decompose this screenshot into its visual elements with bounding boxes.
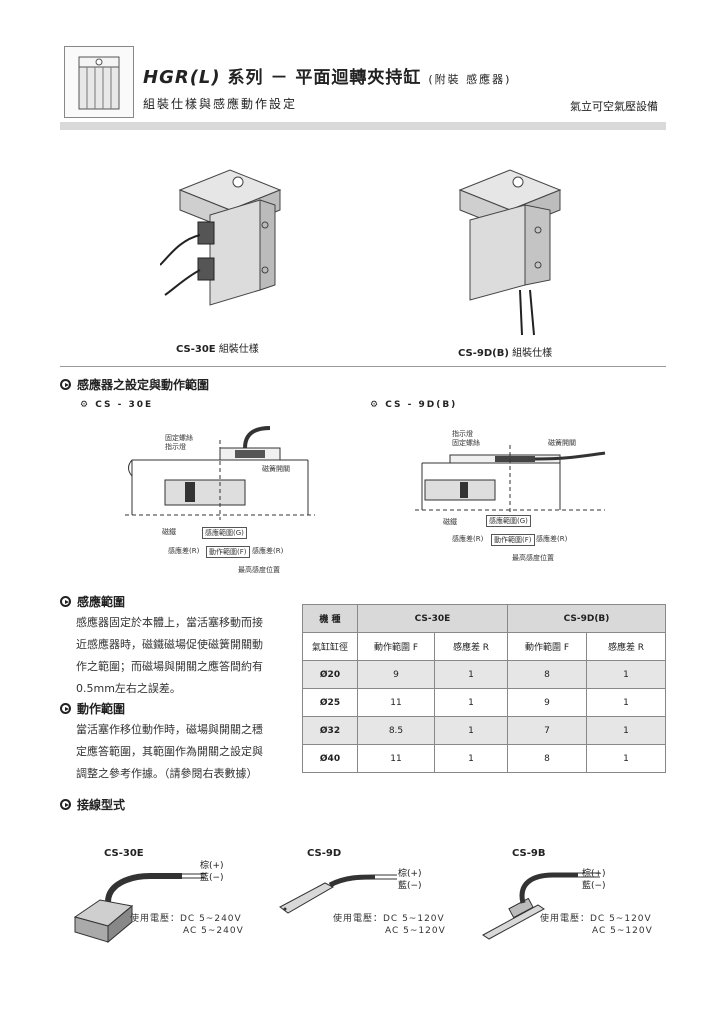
wiring-cs30e-volt2: AC 5~240V <box>183 926 244 936</box>
title-note: (附裝 感應器) <box>428 73 512 86</box>
lbl-cs30e-diff-r2: 感應差(R) <box>252 547 284 555</box>
th-bore: 氣缸缸徑 <box>302 632 358 661</box>
title-dash: － <box>270 68 289 88</box>
th-r1: 感應差 R <box>434 632 508 661</box>
gear-icon: ⚙ <box>80 400 91 410</box>
product-name: 平面迴轉夾持缸 <box>295 68 422 88</box>
page-subtitle: 組裝仕樣與感應動作設定 <box>143 97 298 111</box>
lbl-cs9db-range-f: 動作範圍(F) <box>491 534 535 546</box>
action-paragraph: 當活塞作移位動作時，磁場與開關之穩 定應答範圍，其範圍作為開關之設定與 調整之參… <box>76 723 263 780</box>
company-name: 氣立可空氣壓設備 <box>570 100 658 113</box>
product-logo <box>64 46 134 118</box>
spec-table: 機 種 CS-30E CS-9D(B) 氣缸缸徑 動作範圍 F 感應差 R 動作… <box>302 604 666 773</box>
series-word: 系列 <box>227 68 264 88</box>
page-title: HGR(L) 系列 － 平面迴轉夾持缸 (附裝 感應器) <box>143 63 511 88</box>
caption-cs9db: CS-9D(B) 組裝仕樣 <box>458 348 553 359</box>
wiring-cs30e-drawing <box>70 862 210 956</box>
table-row: Ø25 11 1 9 1 <box>302 688 666 717</box>
th-cs30e: CS-30E <box>357 604 508 633</box>
wiring-cs9d-blue: 藍(−) <box>398 881 422 891</box>
wiring-cs9b-brown: 棕(+) <box>582 869 606 879</box>
lbl-cs9db-diff-r2: 感應差(R) <box>536 535 568 543</box>
lbl-cs30e-screw: 固定螺絲 <box>165 434 193 442</box>
wiring-cs9b-volt1: 使用電壓：DC 5~120V <box>540 914 652 924</box>
wiring-cs9d-name: CS-9D <box>307 848 342 859</box>
th-cs9db: CS-9D(B) <box>507 604 666 633</box>
wiring-cs9d-volt1: 使用電壓：DC 5~120V <box>333 914 445 924</box>
label-cs9db-diagram: ⚙ CS - 9D(B) <box>370 400 458 410</box>
lbl-cs9db-magnet: 磁鐵 <box>443 518 457 526</box>
lbl-cs9db-lamp: 指示燈 <box>452 430 473 438</box>
wiring-cs30e-volt1: 使用電壓：DC 5~240V <box>130 914 242 924</box>
lbl-cs9db-screw: 固定螺絲 <box>452 439 480 447</box>
caption-cs30e: CS-30E 組裝仕樣 <box>176 344 259 355</box>
section-sensing-title: 感應範圍 <box>60 593 125 610</box>
section-setting-title: 感應器之設定與動作範圍 <box>60 376 209 393</box>
lbl-cs9db-range-g: 感應範圍(G) <box>486 515 531 527</box>
wiring-cs9b-volt2: AC 5~120V <box>592 926 653 936</box>
arrow-bullet-icon <box>60 799 71 810</box>
series-code: HGR(L) <box>143 67 221 88</box>
lbl-cs30e-switch: 磁簧開關 <box>262 465 290 473</box>
lbl-cs30e-lamp: 指示燈 <box>165 443 186 451</box>
diagram-cs9db <box>410 425 610 519</box>
header-bar <box>60 122 666 130</box>
wiring-cs30e-name: CS-30E <box>104 848 144 859</box>
wiring-cs9b-blue: 藍(−) <box>582 881 606 891</box>
arrow-bullet-icon <box>60 379 71 390</box>
wiring-cs9d-volt2: AC 5~120V <box>385 926 446 936</box>
wiring-cs30e-blue: 藍(−) <box>200 873 224 883</box>
arrow-bullet-icon <box>60 703 71 714</box>
wiring-cs9d-brown: 棕(+) <box>398 869 422 879</box>
photo-cs30e <box>159 160 290 314</box>
lbl-cs30e-range-g: 感應範圍(G) <box>202 527 247 539</box>
wiring-cs30e-brown: 棕(+) <box>200 861 224 871</box>
sensing-paragraph: 感應器固定於本體上，當活塞移動而接 近感應器時，磁鐵磁場促使磁簧開關動 作之範圍… <box>76 616 263 695</box>
table-row: Ø20 9 1 8 1 <box>302 660 666 689</box>
section-action-title: 動作範圍 <box>60 700 125 717</box>
lbl-cs30e-range-f: 動作範圍(F) <box>206 546 250 558</box>
lbl-cs30e-max: 最高感度位置 <box>238 566 280 574</box>
th-r2: 感應差 R <box>586 632 666 661</box>
photo-cs9db <box>450 160 570 344</box>
th-model: 機 種 <box>302 604 358 633</box>
lbl-cs9db-switch: 磁簧開關 <box>548 439 576 447</box>
lbl-cs30e-magnet: 磁鐵 <box>162 528 176 536</box>
lbl-cs30e-diff-r1: 感應差(R) <box>168 547 200 555</box>
diagram-cs30e <box>120 420 320 524</box>
section-wiring-title: 接線型式 <box>60 796 125 813</box>
section-divider <box>60 366 666 367</box>
th-f1: 動作範圍 F <box>357 632 435 661</box>
th-f2: 動作範圍 F <box>507 632 587 661</box>
table-row: Ø32 8.5 1 7 1 <box>302 716 666 745</box>
lbl-cs9db-diff-r1: 感應差(R) <box>452 535 484 543</box>
wiring-cs9d-drawing <box>275 865 400 929</box>
gear-icon: ⚙ <box>370 400 381 410</box>
table-row: Ø40 11 1 8 1 <box>302 744 666 773</box>
lbl-cs9db-max: 最高感度位置 <box>512 554 554 562</box>
wiring-cs9b-name: CS-9B <box>512 848 546 859</box>
label-cs30e-diagram: ⚙ CS - 30E <box>80 400 154 410</box>
arrow-bullet-icon <box>60 596 71 607</box>
wiring-cs9b-drawing <box>478 865 603 949</box>
